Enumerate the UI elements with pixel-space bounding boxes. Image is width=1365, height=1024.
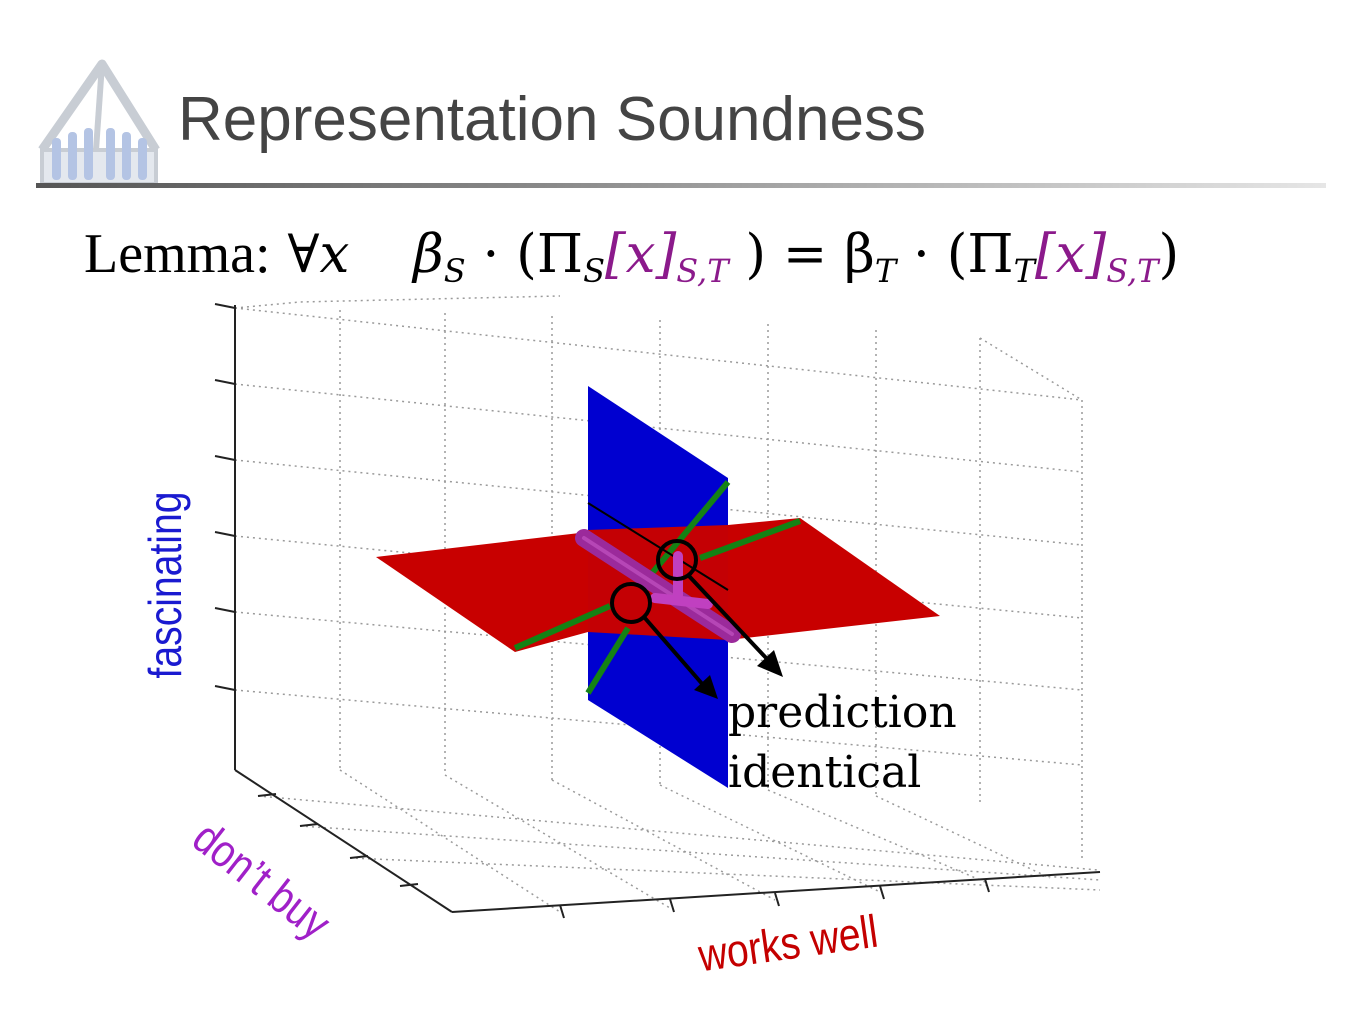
green-line-red-right: [698, 518, 802, 561]
z-axis-label: fascinating: [139, 491, 191, 679]
purple-bar: [575, 529, 741, 643]
x-axis-line: [451, 871, 1101, 913]
lemma-close: ): [1158, 224, 1180, 285]
lemma-label: Lemma:: [84, 223, 271, 285]
annotation-line-1: prediction: [728, 687, 957, 738]
lemma-sub-s: S: [443, 252, 466, 290]
arrow-lower-head: [694, 675, 718, 699]
lemma-x-bracket-2: [x]: [1034, 224, 1107, 285]
lemma-formula: Lemma: ∀x βS · (ΠS[x]S,T ) = βT · (ΠT[x]…: [84, 222, 1179, 290]
arrow-upper-shaft: [686, 573, 770, 662]
lemma-x-bracket-1: [x]: [605, 224, 677, 285]
lemma-pi-sub-s: S: [583, 252, 605, 290]
lemma-beta-s: β: [413, 224, 444, 285]
lemma-forall: ∀x: [287, 224, 350, 285]
prediction-annotation: prediction identical: [728, 683, 957, 803]
arrow-lower-shaft: [642, 615, 706, 688]
lemma-st-sub-1: S,T: [676, 252, 729, 290]
red-plane-back: [376, 532, 588, 652]
chapel-logo-icon: [38, 59, 160, 186]
arrow-upper-head: [757, 650, 783, 677]
circle-upper: [656, 539, 698, 581]
title-underline: [36, 183, 1326, 188]
annotation-line-2: identical: [728, 747, 922, 798]
green-line-blue-lower: [585, 626, 631, 695]
lemma-pi-sub-t: T: [1013, 252, 1035, 290]
green-line-red-left: [513, 603, 612, 651]
prediction-markers: [610, 539, 770, 688]
lemma-sub-t: T: [874, 252, 897, 290]
back-wall-grid: [234, 295, 1101, 913]
red-plane-back-right: [728, 518, 940, 640]
axis-ticks: [214, 303, 990, 919]
lemma-close-eq-beta: ) = β: [745, 224, 875, 285]
intersection-line: [587, 502, 729, 591]
page-title: Representation Soundness: [178, 85, 926, 154]
circle-lower: [610, 582, 652, 624]
lemma-st-sub-2: S,T: [1106, 252, 1159, 290]
lemma-dot-pi-open-2: · (Π: [913, 224, 1014, 285]
green-line-blue-upper: [645, 480, 731, 580]
lemma-dot-pi-open: · (Π: [482, 224, 584, 285]
green-lines: [513, 480, 802, 695]
